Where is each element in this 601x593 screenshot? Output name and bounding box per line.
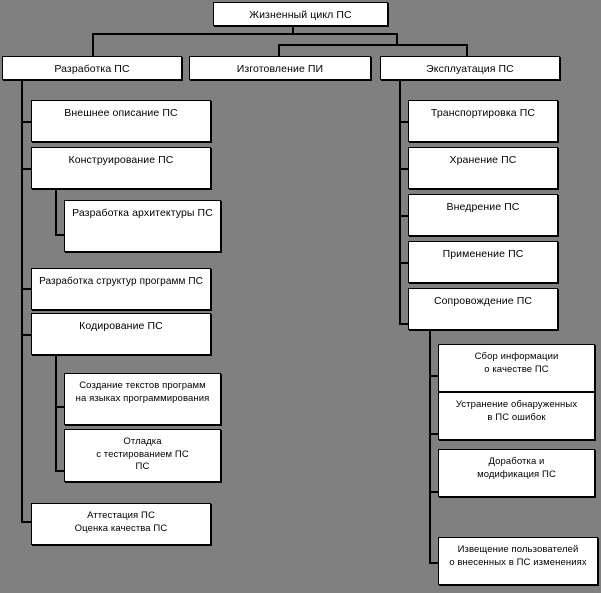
stub-deployment — [399, 215, 409, 217]
connector-bar-link-drop — [396, 33, 398, 46]
node-user-notification[interactable]: Извещение пользователей о внесенных в ПС… — [438, 537, 598, 585]
trunk-maintenance-children — [429, 330, 431, 564]
stub-program-texts — [55, 406, 66, 408]
stub-architecture — [55, 234, 66, 236]
node-program-texts[interactable]: Создание текстов программ на языках прог… — [64, 373, 221, 425]
node-modification[interactable]: Доработка и модификация ПС — [438, 449, 595, 497]
stub-modification — [429, 491, 439, 493]
node-architecture[interactable]: Разработка архитектуры ПС — [64, 200, 221, 252]
stub-external-description — [21, 121, 32, 123]
node-development[interactable]: Разработка ПС — [2, 56, 182, 80]
node-lifecycle-root[interactable]: Жизненный цикл ПС — [213, 2, 388, 26]
node-usage[interactable]: Применение ПС — [408, 241, 558, 283]
stub-coding — [21, 334, 32, 336]
stub-quality-info — [429, 375, 439, 377]
node-attestation[interactable]: Аттестация ПС Оценка качества ПС — [31, 503, 211, 545]
trunk-coding-children — [55, 355, 57, 472]
connector-level1-bar-upper — [92, 33, 398, 35]
trunk-construction-children — [55, 189, 57, 236]
connector-level1-bar-lower — [278, 44, 468, 46]
connector-root-stem — [292, 26, 294, 35]
node-storage[interactable]: Хранение ПС — [408, 147, 558, 189]
node-operation[interactable]: Эксплуатация ПС — [380, 56, 560, 80]
node-deployment[interactable]: Внедрение ПС — [408, 194, 558, 236]
stub-maintenance — [399, 323, 409, 325]
node-construction[interactable]: Конструирование ПС — [31, 147, 211, 189]
stub-program-structures — [21, 288, 32, 290]
stub-user-notification — [429, 562, 439, 564]
node-maintenance[interactable]: Сопровождение ПС — [408, 288, 558, 330]
connector-development-drop — [92, 33, 94, 56]
node-error-fixing[interactable]: Устранение обнаруженных в ПС ошибок — [438, 392, 595, 440]
stub-usage — [399, 262, 409, 264]
node-program-structures[interactable]: Разработка структур программ ПС — [31, 268, 211, 310]
node-quality-info[interactable]: Сбор информации о качестве ПС — [438, 344, 595, 392]
stub-attestation — [21, 521, 32, 523]
stub-error-fixing — [429, 433, 439, 435]
stub-construction — [21, 168, 32, 170]
trunk-development — [21, 80, 23, 523]
connector-manufacturing-drop — [278, 44, 280, 56]
node-transportation[interactable]: Транспортировка ПС — [408, 100, 558, 142]
trunk-operation — [399, 80, 401, 325]
node-debugging[interactable]: Отладка с тестированием ПС ПС — [64, 429, 221, 482]
stub-debugging — [55, 470, 66, 472]
stub-transportation — [399, 121, 409, 123]
node-manufacturing[interactable]: Изготовление ПИ — [189, 56, 371, 80]
node-coding[interactable]: Кодирование ПС — [31, 313, 211, 355]
connector-operation-drop — [466, 44, 468, 56]
stub-storage — [399, 168, 409, 170]
node-external-description[interactable]: Внешнее описание ПС — [31, 100, 211, 142]
